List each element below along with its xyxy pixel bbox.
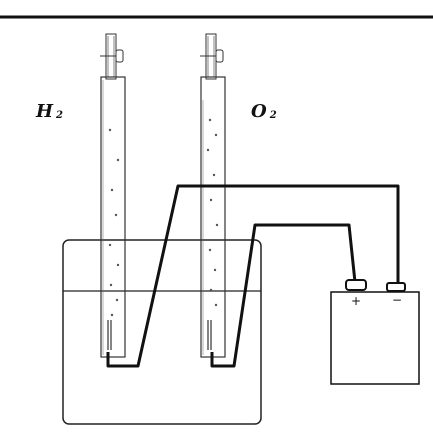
left-stopcock-icon bbox=[115, 49, 124, 63]
left-test-tube bbox=[100, 33, 126, 358]
right-stopcock-icon bbox=[215, 49, 224, 63]
wire-right-to-positive bbox=[210, 223, 357, 368]
hydrogen-label-sub: 2 bbox=[56, 110, 63, 121]
right-electrode bbox=[207, 320, 212, 350]
negative-terminal-label: − bbox=[392, 293, 403, 307]
positive-terminal-label: + bbox=[351, 294, 362, 308]
hydrogen-label-main: H bbox=[36, 101, 54, 122]
battery bbox=[330, 279, 420, 385]
left-electrode bbox=[107, 320, 112, 350]
wire-left-to-negative bbox=[106, 184, 400, 368]
water-container bbox=[62, 239, 262, 425]
oxygen-label-main: O bbox=[251, 101, 267, 122]
gas-bubbles bbox=[108, 118, 219, 317]
oxygen-label-sub: 2 bbox=[269, 110, 277, 121]
positive-terminal-cap bbox=[345, 279, 367, 291]
right-test-tube bbox=[200, 33, 226, 358]
negative-terminal-cap bbox=[386, 282, 406, 292]
